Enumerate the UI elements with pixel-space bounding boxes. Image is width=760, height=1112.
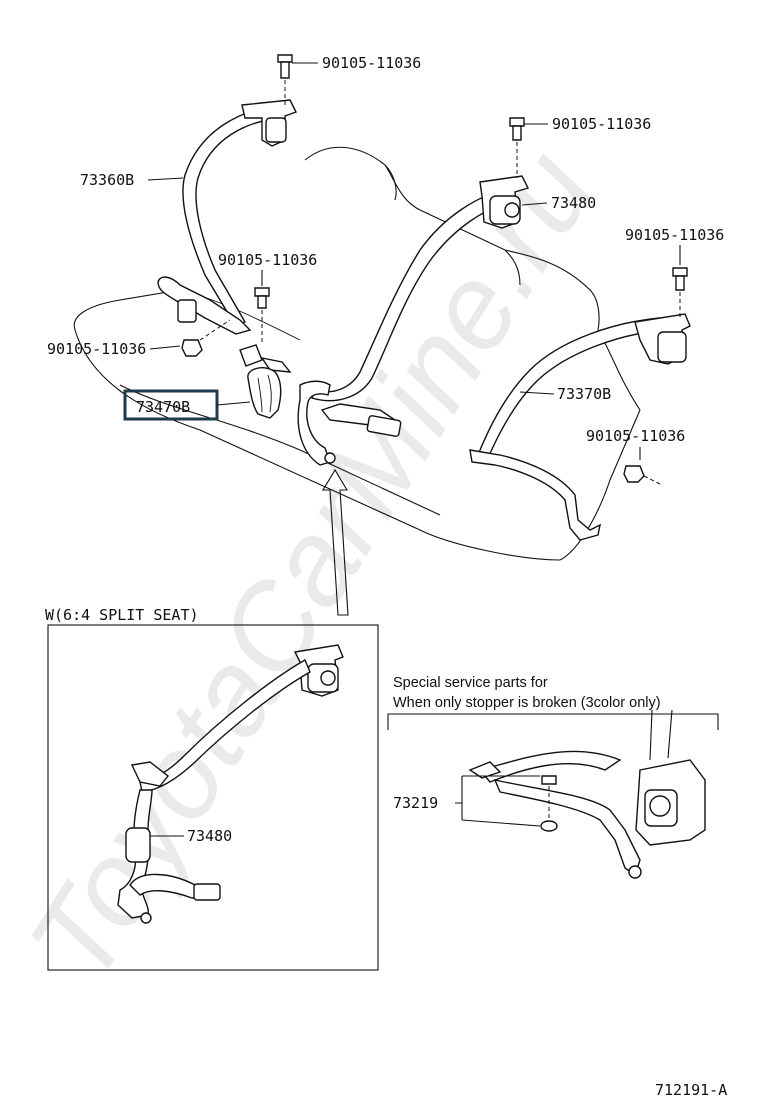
buckle-73470B: [239, 344, 292, 419]
label-73480: 73480: [551, 194, 596, 212]
label-bolt-mid: 90105-11036: [218, 251, 317, 269]
special-note-line1: Special service parts for: [393, 675, 548, 691]
inset-frame: [47, 624, 379, 971]
label-73370B: 73370B: [557, 385, 611, 403]
special-note-line2: When only stopper is broken (3color only…: [393, 695, 661, 711]
belt-73360B: [157, 99, 297, 335]
label-bolt-upper-right: 90105-11036: [552, 115, 651, 133]
label-bolt-lower-right: 90105-11036: [586, 427, 685, 445]
label-73219-leader: [455, 775, 541, 827]
pointer-arrow-to-inset: [322, 468, 349, 616]
label-73219: 73219: [393, 794, 438, 812]
bolt-90105-11036-top: [277, 54, 318, 108]
label-73360B: 73360B: [80, 171, 134, 189]
label-bolt-left: 90105-11036: [47, 340, 146, 358]
bolt-90105-11036-upper-right: [509, 117, 548, 178]
label-bolt-top: 90105-11036: [322, 54, 421, 72]
bolt-90105-11036-mid: 90105-11036: [218, 251, 317, 345]
stopper-assembly: [468, 709, 706, 879]
bolt-90105-11036-right: 90105-11036: [625, 226, 724, 318]
diagram-code: 712191-A: [655, 1081, 727, 1099]
center-belt-73480: [297, 175, 529, 466]
label-73470B: 73470B: [136, 398, 190, 416]
special-bracket: [387, 713, 719, 730]
inset-title: W(6:4 SPLIT SEAT): [45, 606, 199, 624]
bolt-90105-11036-lower-right: 90105-11036: [586, 427, 685, 485]
label-inset-73480: 73480: [187, 827, 232, 845]
label-bolt-right: 90105-11036: [625, 226, 724, 244]
belt-73370B: [469, 313, 691, 541]
bolt-90105-11036-left: 90105-11036: [47, 319, 231, 358]
inset-belt-73480: [117, 644, 344, 924]
